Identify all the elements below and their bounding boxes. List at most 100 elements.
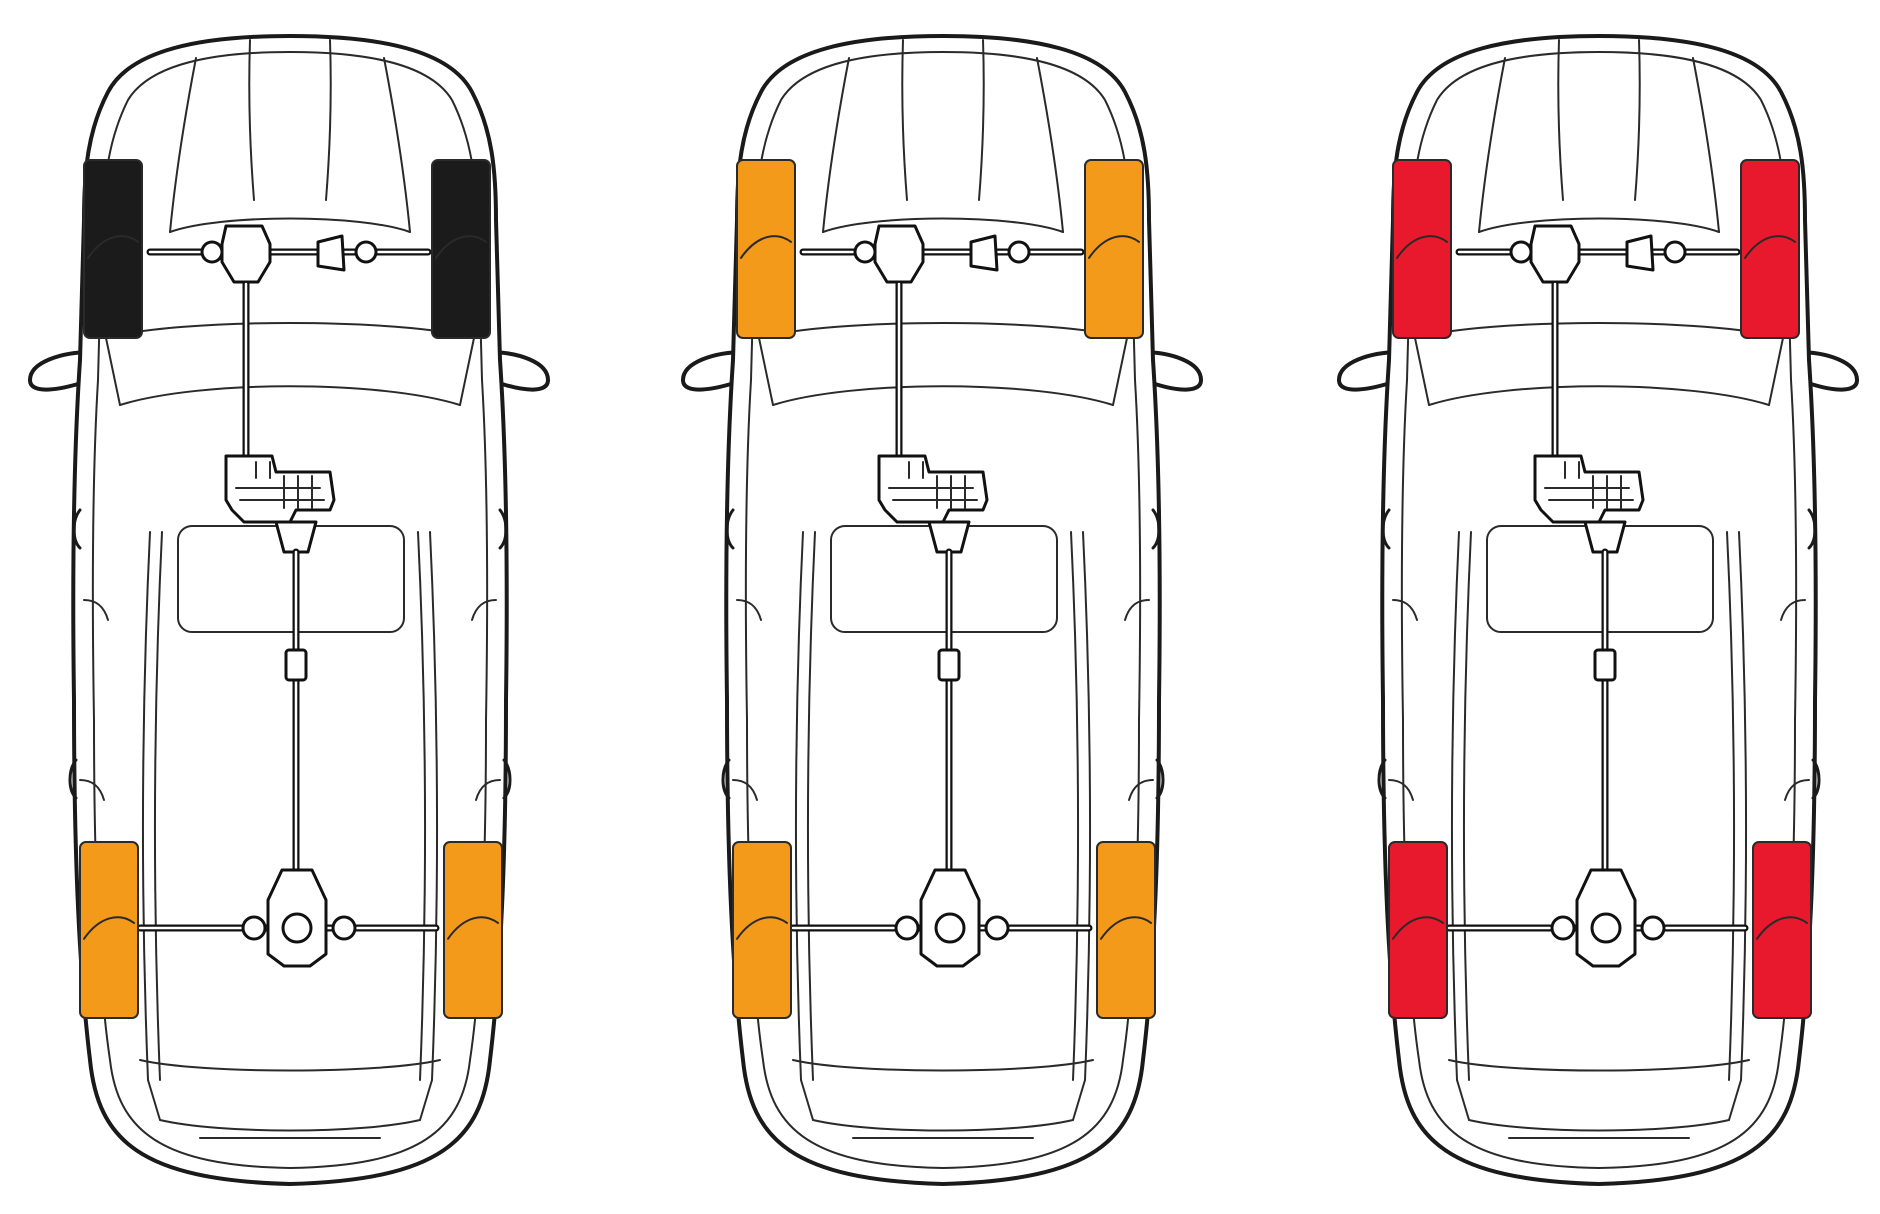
- door-line: [475, 779, 501, 801]
- rear-cv-joint: [241, 915, 267, 941]
- hood-line: [248, 39, 255, 201]
- hood-line: [1557, 39, 1564, 201]
- right-roof-rail: [417, 531, 427, 1081]
- transfer-case-ribs: [888, 461, 978, 509]
- center-bearing: [1593, 648, 1617, 682]
- cowl-line: [169, 217, 411, 233]
- wheel-arch-line: [87, 235, 139, 259]
- door-line: [1388, 779, 1414, 801]
- left-roof-rail: [1462, 531, 1472, 1081]
- rear-left-wheel: [79, 841, 139, 1019]
- front-right-wheel: [1084, 159, 1144, 339]
- door-handle: [1811, 758, 1821, 800]
- rear-left-wheel: [1388, 841, 1448, 1019]
- cowl-line: [822, 217, 1064, 233]
- hood-line: [325, 39, 332, 201]
- wheel-arch-line: [435, 235, 487, 259]
- hood-line: [978, 39, 985, 201]
- a-pillar: [1768, 337, 1784, 406]
- front-bracket: [1625, 234, 1655, 272]
- rear-left-wheel: [732, 841, 792, 1019]
- hood-line: [1036, 57, 1064, 233]
- a-pillar: [105, 337, 121, 406]
- rear-cv-joint: [331, 915, 357, 941]
- door-handle: [1377, 758, 1387, 800]
- door-handle: [502, 758, 512, 800]
- trunk-line: [1468, 1119, 1730, 1132]
- wheel-arch-line: [1744, 235, 1796, 259]
- door-handle: [498, 508, 508, 550]
- rear-diff-cover: [281, 912, 313, 944]
- c-pillar: [419, 1079, 433, 1121]
- trunk-line: [159, 1119, 421, 1132]
- door-line: [1124, 599, 1150, 621]
- rear-cv-joint: [1550, 915, 1576, 941]
- rear-right-wheel: [443, 841, 503, 1019]
- hood-line: [1692, 57, 1720, 233]
- front-right-wheel: [431, 159, 491, 339]
- wheel-arch-line: [1392, 916, 1444, 940]
- car-1: [28, 34, 550, 1186]
- right-roof-rail: [429, 531, 439, 1081]
- a-pillar: [1414, 337, 1430, 406]
- c-pillar: [1456, 1079, 1470, 1121]
- driveshaft-flange: [927, 520, 971, 554]
- left-roof-rail: [141, 531, 151, 1081]
- front-cv-joint: [200, 240, 224, 264]
- front-differential: [873, 224, 925, 284]
- rear-cv-joint: [1640, 915, 1666, 941]
- driveshaft-flange: [274, 520, 318, 554]
- front-left-wheel: [83, 159, 143, 339]
- front-cv-joint: [1007, 240, 1031, 264]
- door-line: [1780, 599, 1806, 621]
- left-roof-rail: [794, 531, 804, 1081]
- door-handle: [1807, 508, 1817, 550]
- rear-right-wheel: [1752, 841, 1812, 1019]
- left-roof-rail: [1450, 531, 1460, 1081]
- door-line: [471, 599, 497, 621]
- front-left-wheel: [736, 159, 796, 339]
- front-cv-joint: [1663, 240, 1687, 264]
- hood-line: [1478, 57, 1506, 233]
- door-handle: [68, 758, 78, 800]
- left-roof-rail: [806, 531, 816, 1081]
- right-roof-rail: [1726, 531, 1736, 1081]
- front-differential: [220, 224, 272, 284]
- hood-line: [901, 39, 908, 201]
- transfer-case-ribs: [235, 461, 325, 509]
- rear-window: [792, 1059, 1094, 1072]
- front-bracket: [316, 234, 346, 272]
- right-roof-rail: [1082, 531, 1092, 1081]
- windshield-base: [1428, 385, 1770, 406]
- front-bracket: [969, 234, 999, 272]
- rear-cv-joint: [894, 915, 920, 941]
- c-pillar: [1072, 1079, 1086, 1121]
- door-line: [83, 599, 109, 621]
- cowl-line: [1478, 217, 1720, 233]
- wheel-arch-line: [736, 916, 788, 940]
- door-handle: [721, 758, 731, 800]
- windshield-base: [119, 385, 461, 406]
- rear-window: [139, 1059, 441, 1072]
- door-line: [79, 779, 105, 801]
- windshield-base: [772, 385, 1114, 406]
- front-left-wheel: [1392, 159, 1452, 339]
- rear-window: [1448, 1059, 1750, 1072]
- door-handle: [1155, 758, 1165, 800]
- wheel-arch-line: [447, 916, 499, 940]
- door-handle: [1151, 508, 1161, 550]
- wheel-arch-line: [1088, 235, 1140, 259]
- front-right-wheel: [1740, 159, 1800, 339]
- front-cv-joint: [1509, 240, 1533, 264]
- wheel-arch-line: [83, 916, 135, 940]
- left-roof-rail: [153, 531, 163, 1081]
- center-bearing: [284, 648, 308, 682]
- hood-line: [169, 57, 197, 233]
- car-2: [681, 34, 1203, 1186]
- center-bearing: [937, 648, 961, 682]
- right-roof-rail: [1070, 531, 1080, 1081]
- door-handle: [725, 508, 735, 550]
- front-cv-joint: [354, 240, 378, 264]
- c-pillar: [1728, 1079, 1742, 1121]
